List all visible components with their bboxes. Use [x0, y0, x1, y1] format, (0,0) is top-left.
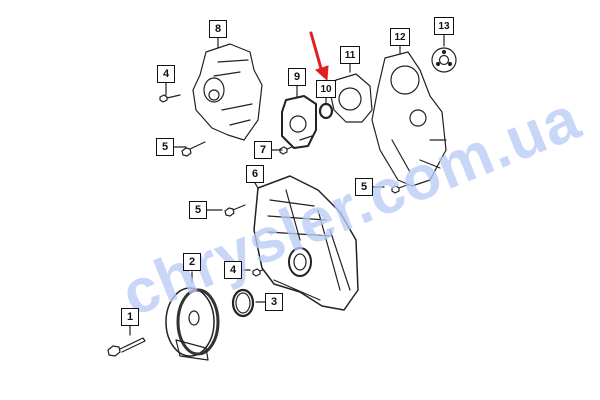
- callout-10: 10: [316, 80, 336, 98]
- callout-4-lower: 4: [224, 261, 242, 279]
- callout-5-left: 5: [156, 138, 174, 156]
- callout-2: 2: [183, 253, 201, 271]
- callout-12: 12: [390, 28, 410, 46]
- callout-7: 7: [254, 141, 272, 159]
- callout-6: 6: [246, 165, 264, 183]
- callout-4-upper: 4: [157, 65, 175, 83]
- callout-13: 13: [434, 17, 454, 35]
- callout-9: 9: [288, 68, 306, 86]
- callout-5-middle: 5: [189, 201, 207, 219]
- callout-8: 8: [209, 20, 227, 38]
- highlight-arrow: [309, 31, 329, 82]
- callout-11: 11: [340, 46, 360, 64]
- callout-1: 1: [121, 308, 139, 326]
- callout-3: 3: [265, 293, 283, 311]
- callout-5-right: 5: [355, 178, 373, 196]
